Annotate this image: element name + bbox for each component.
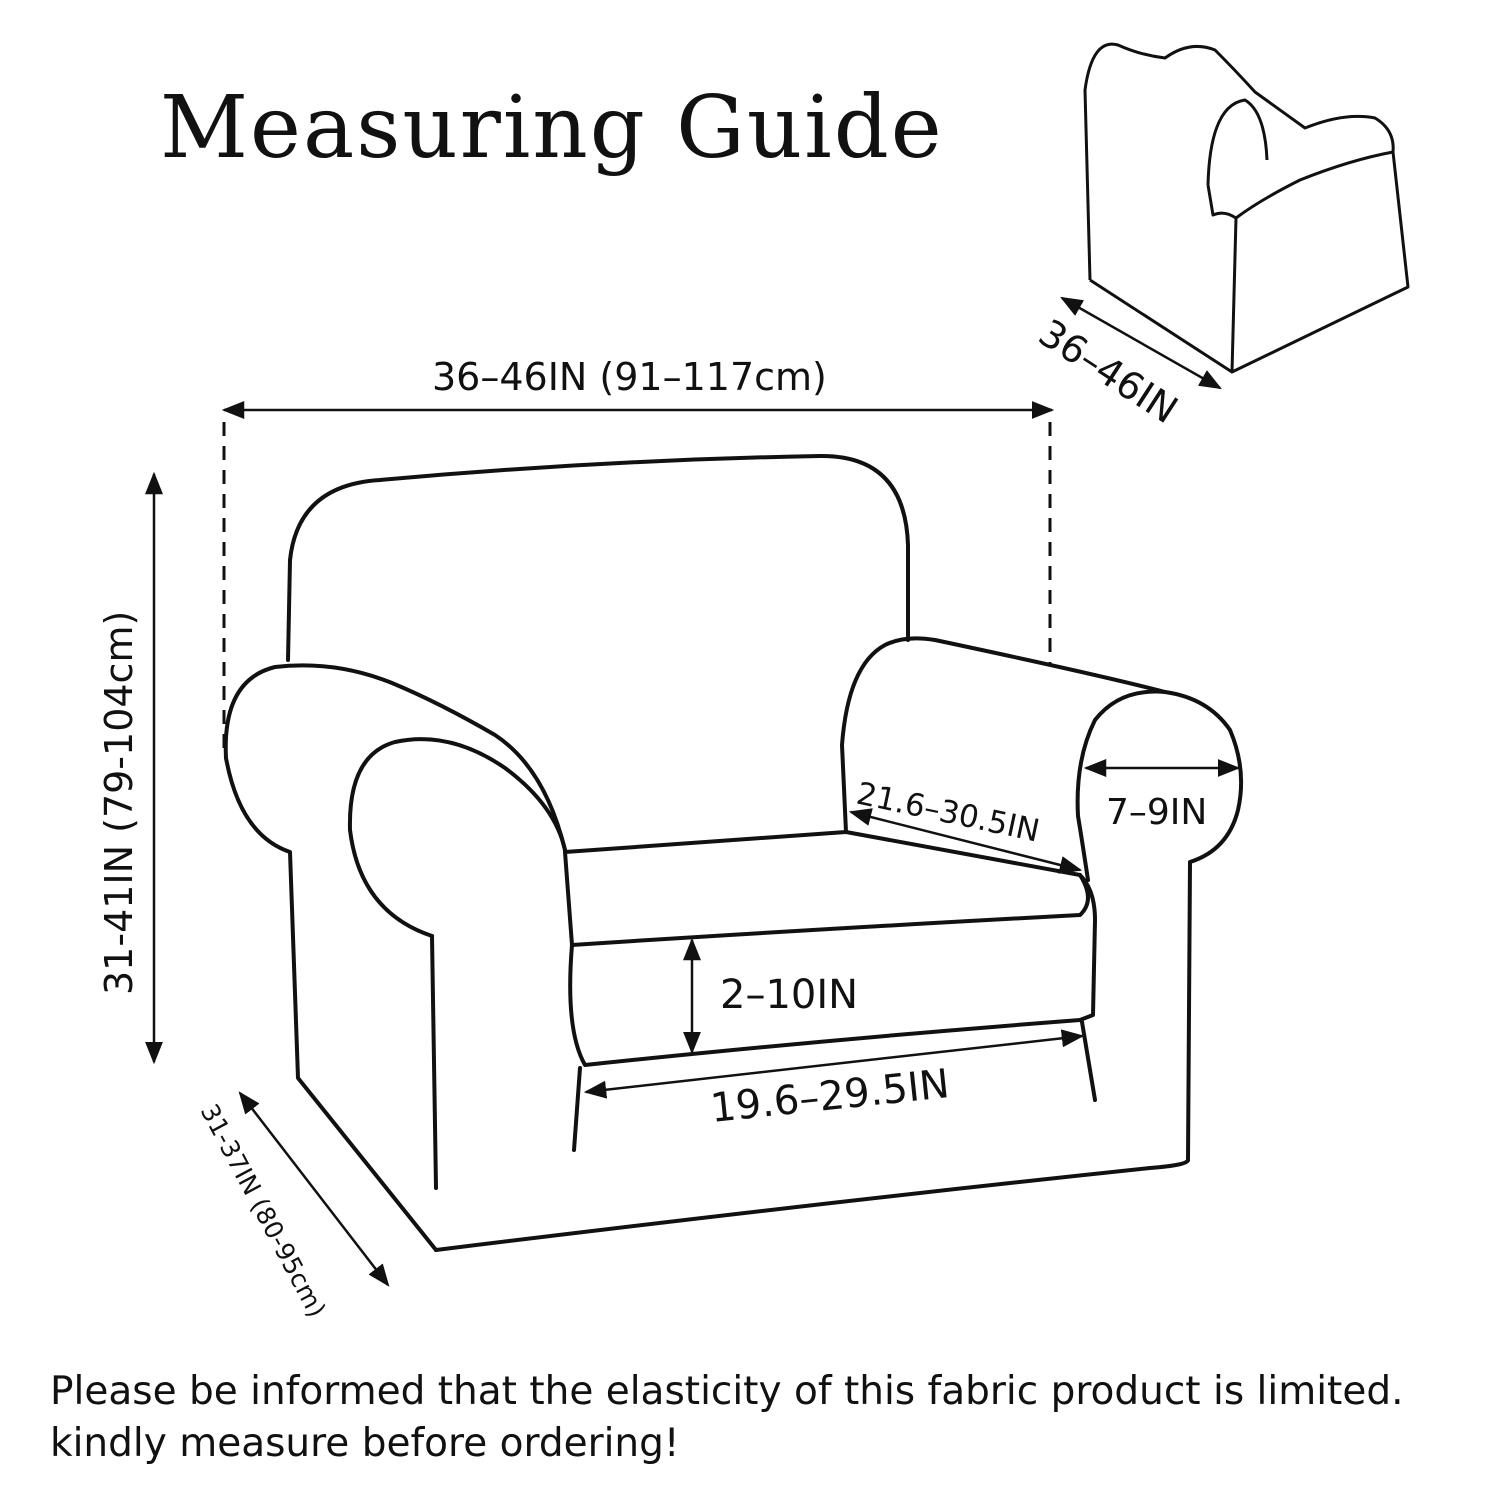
seat-width-label: 19.6–29.5IN	[708, 1061, 951, 1132]
back-width-small-label: 36–46IN	[1031, 311, 1185, 433]
height-label: 31-41IN (79-104cm)	[97, 611, 141, 995]
back-width-small-arrow	[1060, 296, 1222, 390]
dimension-lines	[145, 296, 1241, 1287]
depth-arrow	[238, 1091, 390, 1287]
notice-line-2: kindly measure before ordering!	[50, 1421, 680, 1466]
overall-width-label: 36–46IN (91–117cm)	[432, 355, 827, 399]
seat-width-arrow	[583, 1029, 1085, 1099]
armchair-outline	[223, 453, 1244, 1252]
measure-notice: Please be informed that the elasticity o…	[50, 1366, 1403, 1470]
page-title: Measuring Guide	[160, 78, 944, 178]
cushion-height-label: 2–10IN	[720, 972, 858, 1018]
seat-depth-arrow	[848, 808, 1083, 874]
notice-line-1: Please be informed that the elasticity o…	[50, 1369, 1404, 1414]
armchair-thumbnail	[1083, 42, 1410, 374]
depth-label: 31-37IN (80-95cm)	[195, 1099, 332, 1322]
arm-width-label: 7–9IN	[1106, 792, 1207, 833]
